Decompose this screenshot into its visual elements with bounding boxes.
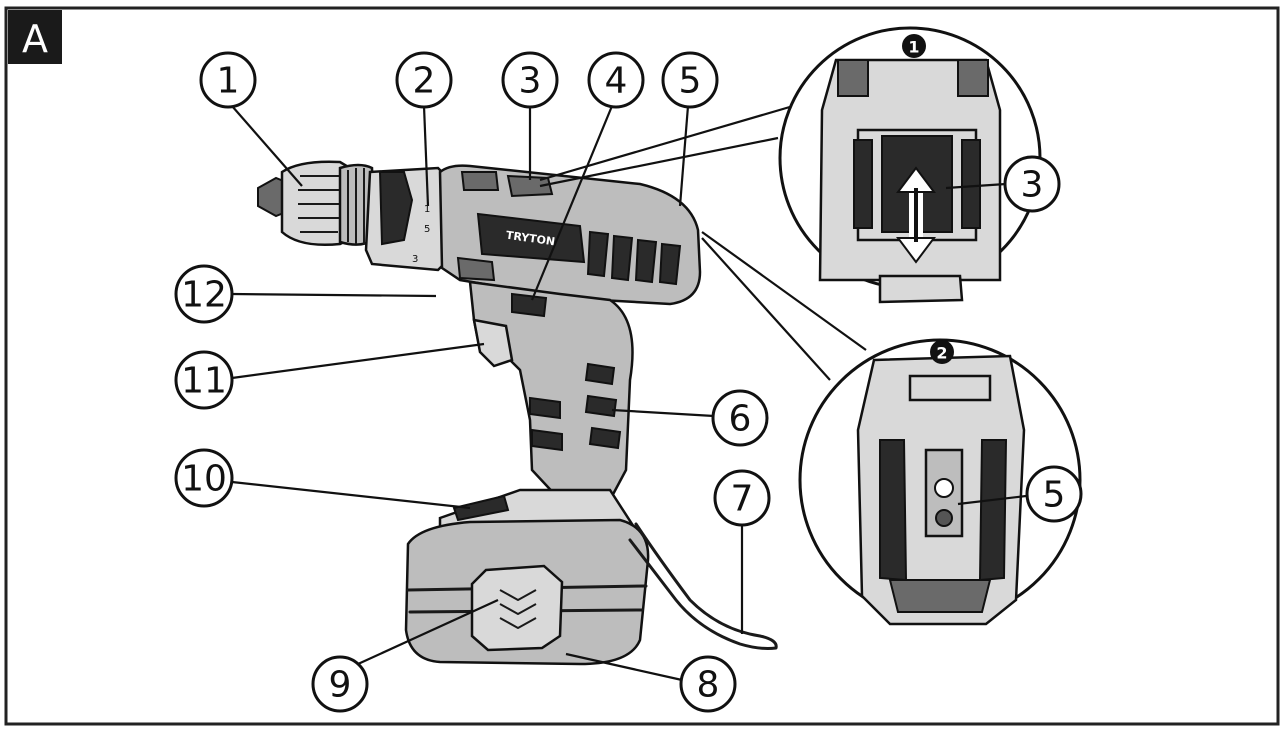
callout-5 xyxy=(661,51,719,109)
callout-label: 9 xyxy=(329,665,352,706)
callout-12 xyxy=(174,264,234,324)
detail-view-top: 1 3 xyxy=(539,26,1061,304)
callout-11 xyxy=(174,350,234,410)
callout-label: 6 xyxy=(729,399,752,440)
callout-7 xyxy=(713,469,771,527)
figure-label: A xyxy=(8,10,62,64)
diagram-frame xyxy=(4,6,1280,726)
callout-label: 4 xyxy=(605,61,628,102)
clutch-scale-mark: 3 xyxy=(412,254,418,265)
callout-label: 5 xyxy=(679,61,702,102)
callout-label: 12 xyxy=(181,275,227,316)
figure-label-text: A xyxy=(22,17,48,61)
callout-label: 2 xyxy=(413,61,436,102)
detail-callout: 5 xyxy=(1043,475,1066,516)
callout-label: 3 xyxy=(519,61,542,102)
clutch-scale-mark: 1 xyxy=(424,204,430,215)
callout-label: 1 xyxy=(217,61,240,102)
callout-3 xyxy=(501,51,559,109)
callout-6 xyxy=(711,389,769,447)
callout-10 xyxy=(174,448,234,508)
slide-direction-arrow xyxy=(896,166,936,264)
callouts: 1 2 3 4 5 6 7 8 9 10 xyxy=(174,51,771,713)
callout-9 xyxy=(311,655,369,713)
callout-label: 11 xyxy=(181,361,227,402)
callout-label: 10 xyxy=(181,459,227,500)
callout-label: 8 xyxy=(697,665,720,706)
callout-8 xyxy=(679,655,737,713)
detail-view-bottom: 2 5 xyxy=(701,231,1083,626)
callout-2 xyxy=(395,51,453,109)
detail-marker: 2 xyxy=(936,344,947,363)
callout-4 xyxy=(587,51,645,109)
drill-illustration: 1 5 3 TRYTON xyxy=(257,160,778,666)
callout-label: 7 xyxy=(731,479,754,520)
detail-callout: 3 xyxy=(1021,165,1044,206)
detail-marker: 1 xyxy=(908,38,919,57)
clutch-scale-mark: 5 xyxy=(424,224,430,235)
callout-1 xyxy=(199,51,257,109)
